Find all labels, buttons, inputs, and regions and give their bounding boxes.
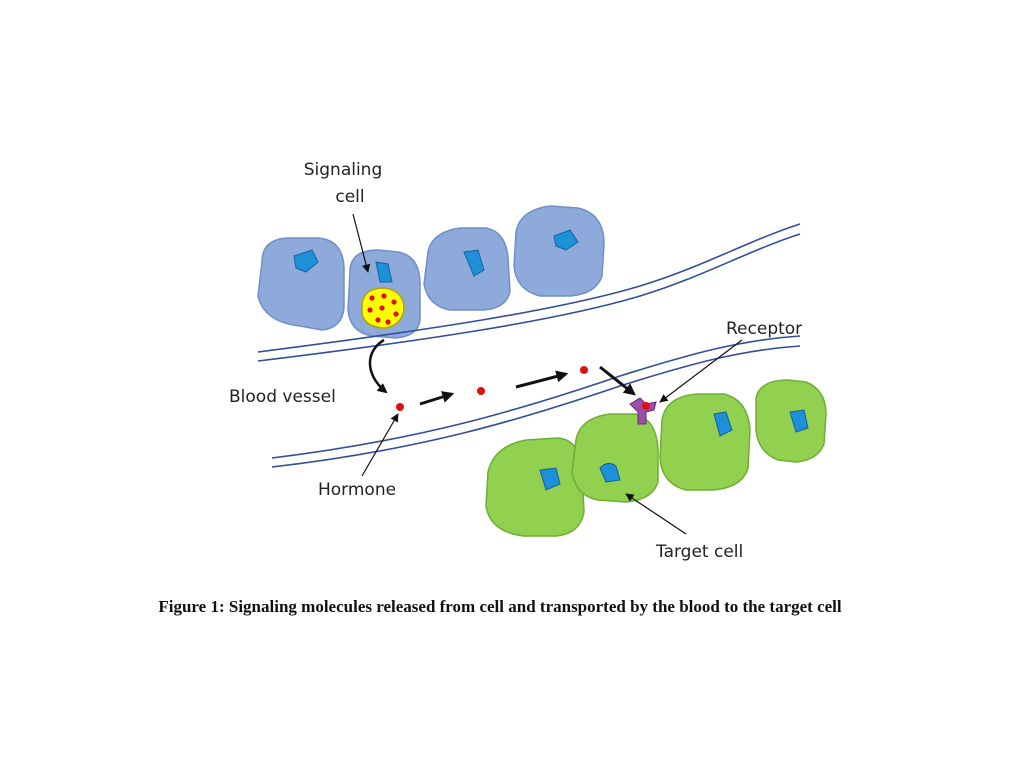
receptor-pointer (659, 339, 743, 403)
nucleus-icon (293, 249, 319, 273)
nucleus-icon (539, 467, 561, 491)
target-cell-label: Target cell (655, 542, 743, 562)
blue-cell-1 (257, 237, 345, 331)
transport-arrow (599, 365, 636, 396)
transport-arrow (515, 370, 569, 389)
hormone-pointer (361, 413, 399, 477)
secretory-vesicle (361, 287, 405, 329)
blood-vessel-label: Blood vessel (229, 387, 336, 407)
release-arrow (368, 338, 388, 394)
signaling-cell-pointer (352, 213, 371, 273)
nucleus-icon (463, 249, 485, 277)
green-cell-3 (659, 393, 751, 491)
blue-cell-4 (513, 205, 605, 297)
hormone-molecule (642, 402, 650, 410)
nucleus-icon (789, 409, 809, 433)
green-cell-4 (755, 379, 827, 463)
blood-vessel (257, 223, 801, 468)
blue-cell-3 (423, 227, 511, 311)
receptor-label: Receptor (726, 319, 802, 339)
hormone-label: Hormone (318, 480, 396, 500)
figure-caption: Figure 1: Signaling molecules released f… (158, 597, 842, 616)
green-cell-2 (571, 413, 659, 503)
signaling-cell-label-line1: Signaling (304, 160, 383, 180)
green-cell-1 (485, 437, 585, 537)
transport-arrow (419, 391, 455, 406)
nucleus-icon (713, 411, 733, 437)
nucleus-icon (375, 261, 393, 283)
nucleus-icon (599, 462, 621, 483)
hormone-molecule (580, 366, 588, 374)
signaling-cells (257, 205, 605, 339)
hormone-molecule (396, 403, 404, 411)
hormone-molecule (477, 387, 485, 395)
target-cell-pointer (625, 493, 687, 535)
nucleus-icon (553, 229, 579, 251)
target-cells (485, 379, 827, 537)
signaling-cell-label-line2: cell (335, 187, 364, 207)
